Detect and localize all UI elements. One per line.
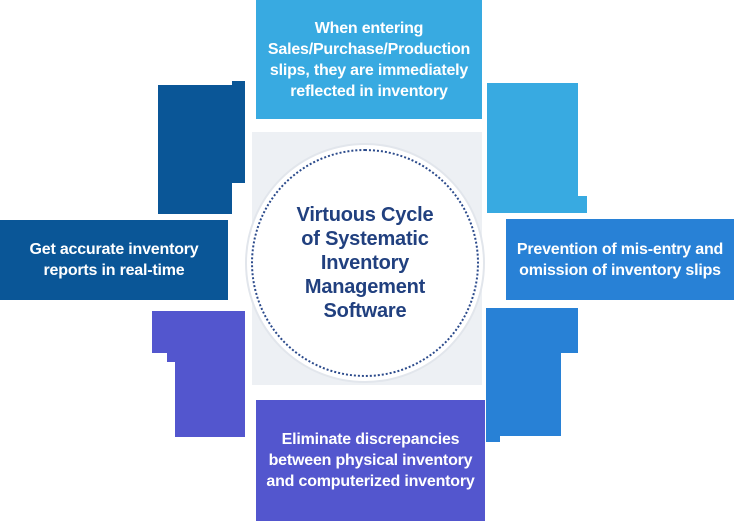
center-circle: Virtuous Cycle of Systematic Inventory M… — [245, 143, 485, 383]
benefit-text-line: Sales/Purchase/Production — [267, 40, 471, 58]
benefit-text-line: omission of inventory slips — [519, 261, 721, 279]
center-title-line: Virtuous Cycle — [296, 204, 434, 226]
arrow-top-to-right — [487, 83, 587, 213]
benefit-text-line: Eliminate discrepancies — [281, 431, 460, 448]
center-title-line: Management — [304, 276, 426, 298]
arrow-bottom-to-left — [152, 311, 245, 437]
center-title-line: Software — [323, 300, 407, 322]
benefit-text-line: and computerized inventory — [266, 473, 475, 490]
arrow-right-to-bottom — [486, 308, 578, 442]
arrow-left-to-top — [158, 81, 245, 214]
center-title-line: Inventory — [320, 252, 410, 274]
benefit-box-left: Get accurate inventory reports in real-t… — [0, 220, 228, 300]
benefit-text-line: Prevention of mis-entry and — [516, 240, 724, 258]
benefit-text-line: slips, they are immediately — [269, 61, 469, 79]
benefit-box-top: When entering Sales/Purchase/Production … — [256, 0, 482, 119]
benefit-text-line: reports in real-time — [43, 262, 185, 279]
benefit-text-line: When entering — [314, 19, 424, 37]
benefit-box-bottom: Eliminate discrepancies between physical… — [256, 400, 485, 521]
center-title-line: of Systematic — [301, 228, 429, 250]
benefit-text-line: between physical inventory — [268, 452, 473, 469]
center-title: Virtuous Cycle of Systematic Inventory M… — [297, 203, 434, 323]
benefit-text-line: reflected in inventory — [290, 82, 448, 100]
benefit-box-right: Prevention of mis-entry and omission of … — [506, 219, 734, 300]
benefit-text-line: Get accurate inventory — [29, 241, 199, 258]
